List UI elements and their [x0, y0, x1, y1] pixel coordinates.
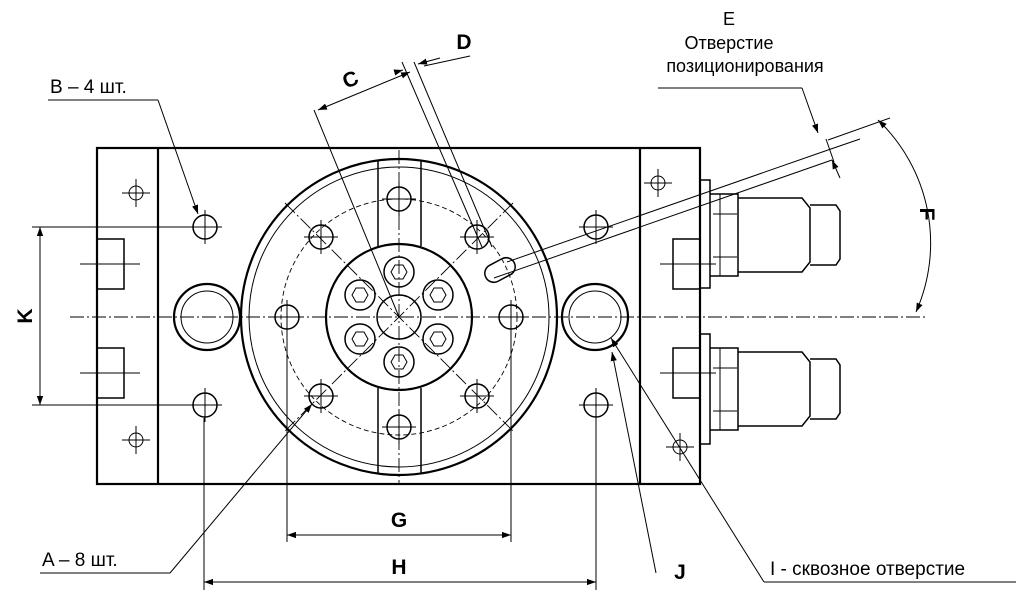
- label-d: D: [456, 31, 471, 54]
- dimension-k: [32, 226, 190, 406]
- leader-i: [610, 337, 1016, 583]
- dimension-e: [493, 87, 861, 279]
- corner-holes: [122, 169, 694, 461]
- label-e-line2: позиционирования: [666, 56, 823, 76]
- positioning-slot: [484, 256, 516, 284]
- label-i: I - сквозное отверстие: [770, 559, 965, 580]
- leader-b: [48, 99, 199, 215]
- dimension-d: [393, 55, 493, 248]
- leader-j: [610, 351, 657, 574]
- dimension-c: [313, 61, 483, 318]
- label-e: E: [723, 9, 735, 29]
- body-outline: [95, 146, 702, 486]
- label-j: J: [674, 561, 686, 584]
- a-holes: [270, 182, 528, 444]
- left-slots: [80, 238, 140, 399]
- label-b: B – 4 шт.: [50, 77, 127, 98]
- through-holes: [172, 282, 630, 352]
- label-a: A – 8 шт.: [42, 550, 118, 571]
- dimension-f: [827, 117, 932, 313]
- label-e-line1: Отверстие: [685, 33, 774, 53]
- label-f: F: [915, 208, 938, 221]
- label-g: G: [391, 509, 407, 532]
- dimension-g: [286, 330, 512, 542]
- right-slots: [660, 238, 716, 399]
- fitting-lower: [699, 333, 841, 445]
- fitting-upper: [699, 179, 841, 289]
- label-h: H: [391, 556, 406, 579]
- leader-a: [40, 403, 313, 574]
- hub-bolts: [344, 256, 454, 378]
- dimension-h: [203, 418, 597, 590]
- label-c: C: [339, 66, 362, 93]
- label-k: K: [14, 308, 37, 323]
